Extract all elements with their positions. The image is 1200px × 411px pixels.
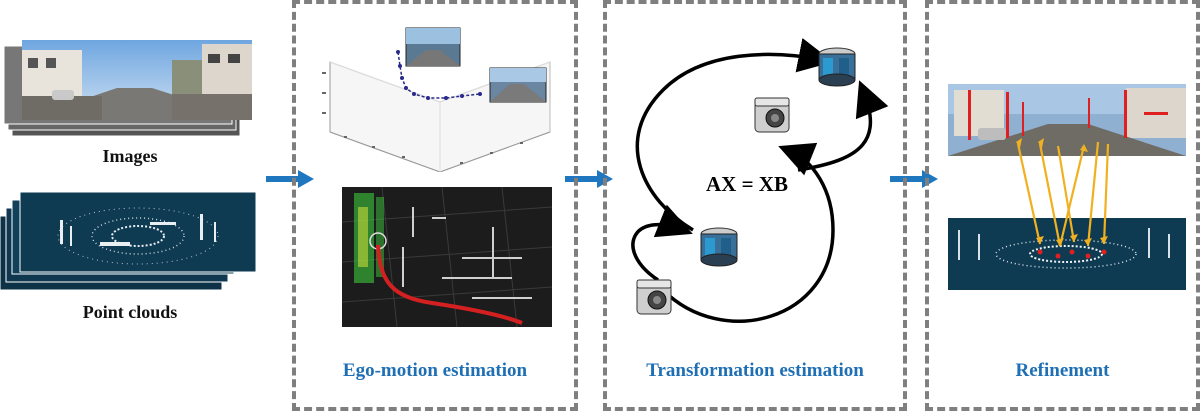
transformation-caption: Transformation estimation [646, 360, 864, 381]
refinement-panel [925, 0, 1200, 411]
camera-icon [636, 279, 672, 315]
camera-icon [754, 97, 790, 133]
images-label: Images [102, 146, 158, 166]
street-image-stack [3, 40, 252, 137]
sensor-loop-diagram [631, 38, 889, 323]
equation-label: AX = XB [706, 172, 788, 196]
input-images-stack [0, 38, 262, 138]
ego-motion-panel [292, 0, 578, 411]
transformation-panel [603, 0, 907, 411]
input-pointcloud-stack [0, 192, 262, 294]
arrow-right-icon [266, 170, 314, 188]
refinement-caption: Refinement [1015, 360, 1110, 381]
ego-motion-caption: Ego-motion estimation [342, 360, 528, 381]
lidar-sensor-icon [818, 47, 856, 87]
lidar-sensor-icon [700, 227, 738, 267]
lidar-odometry-map [342, 187, 552, 327]
refinement-projection [948, 84, 1186, 290]
pointclouds-label: Point clouds [82, 302, 178, 322]
trajectory-3d-plot [310, 22, 560, 172]
pointcloud-stack [0, 192, 257, 291]
